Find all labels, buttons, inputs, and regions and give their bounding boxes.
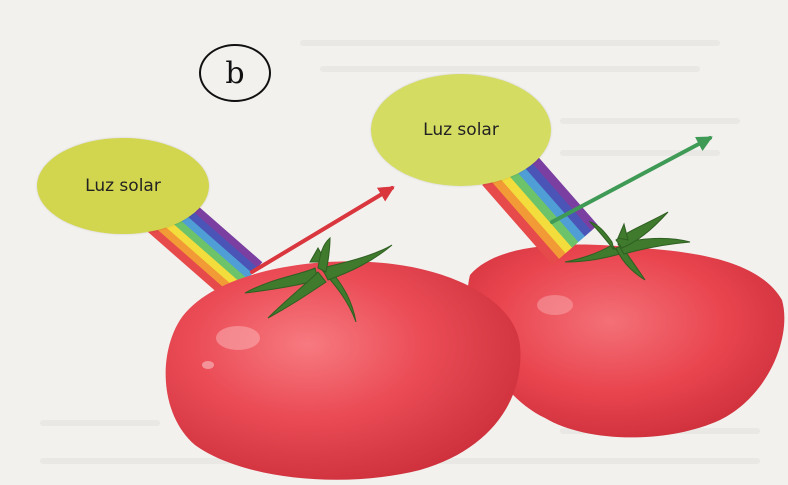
right-sunlight-circle: Luz solar <box>371 74 551 186</box>
right-sunlight-label: Luz solar <box>423 120 499 140</box>
green-reflected-arrow <box>552 138 710 222</box>
panel-letter-badge: b <box>199 44 271 102</box>
left-sunlight-label: Luz solar <box>85 176 161 196</box>
panel-letter: b <box>225 56 244 91</box>
left-sunlight-circle: Luz solar <box>37 138 209 234</box>
